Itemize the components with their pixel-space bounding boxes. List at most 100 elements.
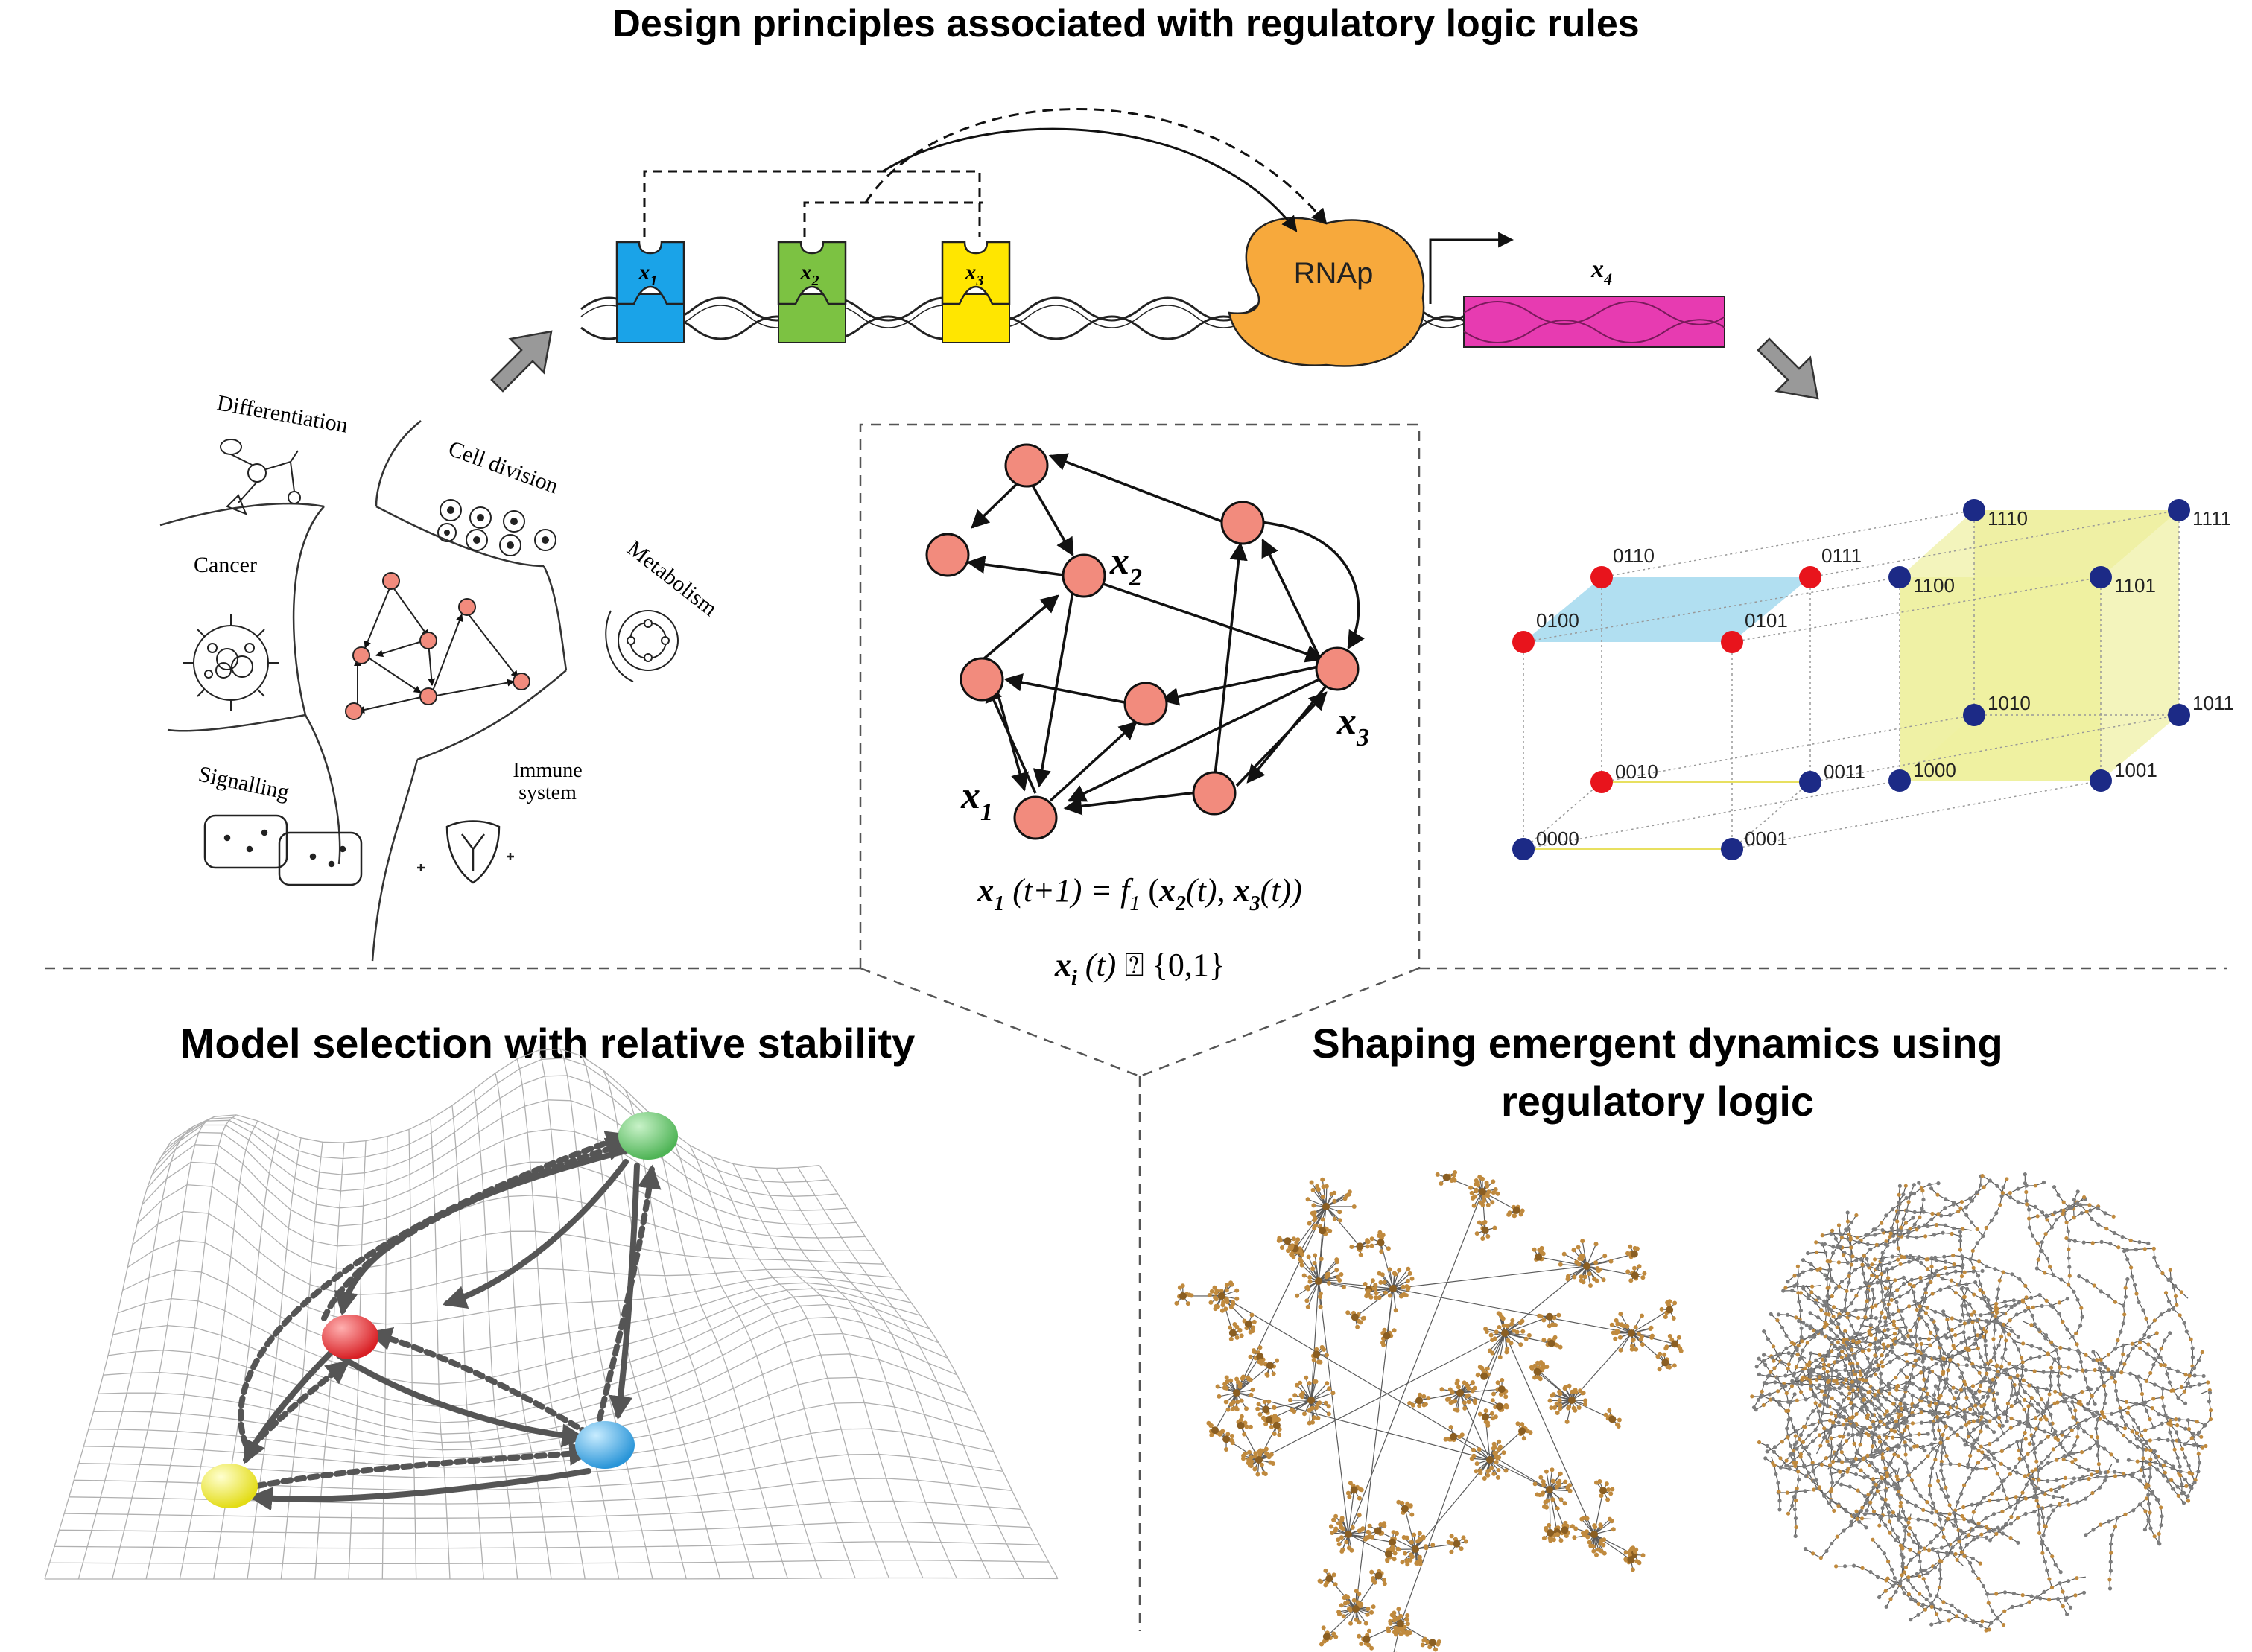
graph-node [1587,1540,1592,1545]
graph-node [1462,1400,1467,1405]
mesh-line [667,1129,822,1579]
graph-edge [1392,1268,1409,1289]
site-x1: x1 [615,241,685,343]
mesh-line [142,1161,875,1251]
graph-node [1471,1203,1477,1208]
graph-node [1472,1385,1477,1391]
graph-node [1443,1437,1448,1442]
net-node-x3 [1315,646,1360,691]
graph-node [1628,1329,1635,1337]
graph-node [1520,1208,1525,1213]
graph-node [1365,1612,1370,1617]
graph-node [1541,1318,1547,1323]
graph-node [1666,1306,1674,1314]
graph-node [1401,1505,1409,1513]
signalling-icon [203,814,363,886]
site-x2-label: x2 [800,260,819,289]
graph-node [1343,1594,1348,1598]
mesh-line [754,1166,957,1578]
graph-node [1493,1454,1498,1459]
graph-node [1339,1603,1344,1608]
graph-node [1373,1283,1378,1288]
graph-node [1558,1262,1563,1267]
graph-node [1547,1339,1555,1347]
graph-node [1459,1432,1465,1437]
graph-node [1323,1400,1328,1405]
attractor-red [322,1315,378,1359]
graph-edge [1355,1288,1394,1610]
cancer-icon [183,614,279,711]
graph-node [1497,1325,1502,1329]
graph-node [1485,1202,1491,1207]
graph-node [1228,1378,1234,1383]
graph-node [1341,1614,1346,1619]
graph-node [1632,1265,1637,1271]
graph-node [1495,1191,1500,1196]
state-label-0001: 0001 [1745,827,1788,850]
graph-node [1276,1238,1281,1243]
graph-node [1365,1239,1370,1244]
graph-node [1369,1569,1374,1575]
graph-node [1319,1227,1327,1235]
graph-node [1449,1534,1454,1539]
graph-edge [1489,1332,1506,1351]
graph-node [1345,1531,1352,1538]
graph-node [1349,1245,1354,1249]
graph-node [1289,1245,1294,1251]
graph-node [1535,1492,1540,1497]
graph-node [1495,1475,1500,1480]
graph-node [1404,1535,1409,1540]
graph-node [1250,1387,1255,1392]
graph-node [1547,1522,1552,1528]
graph-node [1330,1391,1336,1396]
mesh-line [538,1049,620,1580]
graph-edge [1311,1182,1327,1207]
mesh-line [247,1137,302,1580]
graph-node [1326,1404,1331,1409]
graph-node [1585,1534,1590,1540]
graph-node [1557,1389,1562,1394]
mesh-line [819,1165,1059,1579]
graph-edge [1400,1332,1506,1624]
graph-node [1424,1545,1429,1551]
graph-node [1501,1329,1509,1337]
graph-node [1322,1633,1330,1641]
graph-node [1602,1254,1608,1259]
graph-node [1532,1481,1538,1487]
mesh-line [98,1332,957,1443]
graph-node [1631,1271,1639,1280]
state-1010 [1963,704,1985,726]
graph-node [1590,1531,1598,1538]
graph-edge [1586,1243,1597,1267]
graph-node [1657,1367,1662,1372]
graph-node [1576,1245,1581,1250]
graph-node [1523,1336,1529,1341]
graph-node [1631,1545,1636,1551]
graph-node [1325,1381,1330,1386]
mesh-line [77,1126,194,1580]
graph-node [1570,1389,1575,1394]
graph-node [1417,1531,1422,1536]
graph-node [1576,1405,1582,1410]
graph-node [1323,1568,1328,1573]
graph-node [1627,1552,1632,1557]
graph-node [1387,1267,1392,1272]
graph-node [1337,1278,1342,1283]
graph-node [1359,1527,1364,1532]
graph-node [1405,1278,1410,1283]
net-node-top [1004,443,1049,488]
state-0100 [1512,631,1535,653]
graph-node [1448,1425,1453,1430]
graph-node [1269,1424,1274,1429]
graph-node [1255,1472,1260,1477]
graph-edge [1314,1255,1319,1282]
graph-node [1318,1359,1323,1365]
graph-node [1367,1523,1372,1528]
graph-node [1314,1347,1319,1352]
graph-node [1341,1526,1345,1531]
graph-node [1392,1271,1397,1276]
graph-node [1369,1610,1374,1615]
graph-node [1544,1505,1549,1510]
graph-node [1447,1387,1453,1392]
graph-node [1263,1422,1269,1426]
